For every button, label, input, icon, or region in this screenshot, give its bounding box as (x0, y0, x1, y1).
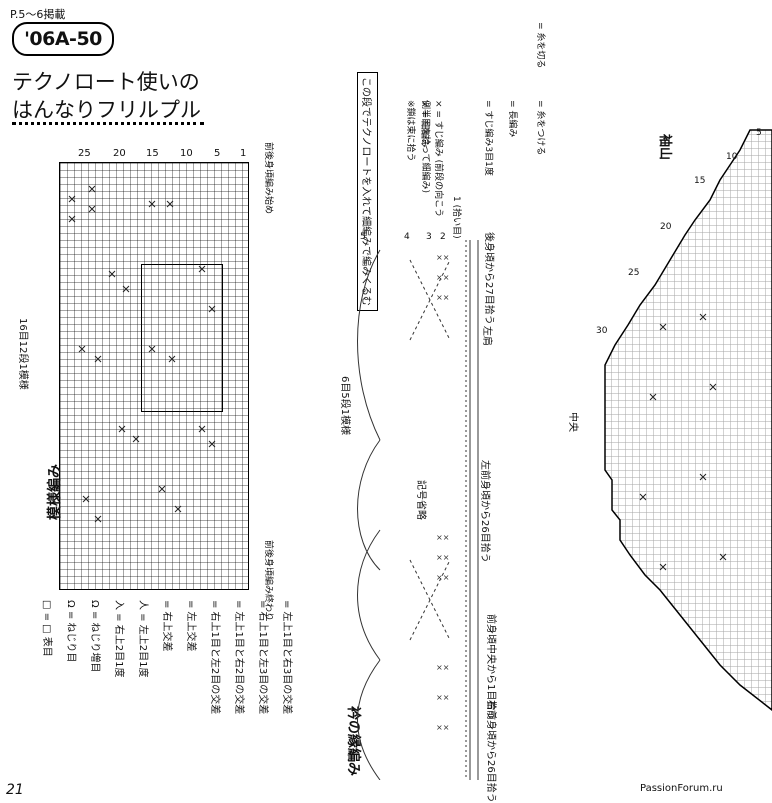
legend-item: = 右上1目と左3目の交差 (257, 600, 268, 715)
edging-diagram: ×× ×× ×× ×× ×× ×× ×× ×× ×× (357, 240, 479, 780)
col-number: 5 (214, 148, 221, 159)
row-number: 4 (404, 232, 410, 242)
sleeve-chart (604, 129, 772, 711)
edging-legend-line: ※鎖は束に拾う (405, 100, 415, 162)
legend-item: 人 = 左上2目1度 (137, 600, 148, 678)
svg-text:××: ×× (436, 663, 449, 672)
svg-text:××: ×× (436, 533, 449, 542)
pattern-chart (59, 162, 249, 590)
svg-text:××: ×× (436, 723, 449, 732)
chart-grid (59, 162, 249, 590)
edging-legend-line: = 糸をつける (535, 100, 545, 156)
sleeve-center-label: 中央 (567, 412, 578, 432)
sleeve-number: 20 (660, 222, 672, 232)
legend-item: Ω = ねじり目 (65, 600, 76, 663)
legend-item: = 右上1目と左2目の交差 (209, 600, 220, 715)
col-number: 20 (113, 148, 126, 159)
sleeve-number: 10 (726, 152, 738, 162)
sleeve-number: 15 (694, 176, 706, 186)
title-line-2: はんなりフリルプル (12, 98, 201, 122)
col-number: 15 (146, 148, 159, 159)
svg-text:××: ×× (436, 573, 449, 582)
col-number: 25 (78, 148, 91, 159)
sleeve-number: 5 (756, 128, 762, 138)
legend-item: 入 = 右上2目1度 (113, 600, 124, 678)
sleeve-label: 袖山 (657, 134, 672, 161)
page-reference: P.5～6掲載 (10, 8, 66, 21)
row-number: 5 (360, 232, 366, 242)
repeat-box (141, 264, 223, 412)
svg-text:××: ×× (436, 293, 449, 302)
legend-item: = 左上1目と右2目の交差 (233, 600, 244, 715)
svg-text:××: ×× (436, 253, 449, 262)
title-line-1: テクノロート使いの (12, 70, 200, 94)
col-number: 10 (180, 148, 193, 159)
edging-legend-line: = 長編み (507, 100, 517, 138)
legend-item: = 左上交差 (185, 600, 196, 652)
page-number: 21 (6, 782, 24, 798)
edging-legend-line: × = すじ編み (前段の向こう側半目を拾って細編み) (420, 100, 443, 218)
row-number: 3 (426, 232, 432, 242)
legend-item: = 右上交差 (161, 600, 172, 652)
edging-legend-line: = 糸を切る (535, 22, 545, 69)
svg-text:××: ×× (436, 553, 449, 562)
legend-item: = 左上1目と右3目の交差 (281, 600, 292, 715)
repeat-label: 16目12段1模様 (17, 318, 28, 390)
col-number: 1 (240, 148, 247, 159)
row-number: 1 (拾い目) (451, 196, 461, 239)
pattern-code-badge: '06A-50 (12, 22, 114, 56)
cable-marks (68, 185, 216, 523)
edging-legend-line: = すじ編み3目1度 (483, 100, 493, 176)
svg-text:××: ×× (436, 273, 449, 282)
legend-item: □ = □ 表目 (41, 600, 52, 657)
title-underline (12, 122, 204, 125)
sleeve-number: 25 (628, 268, 640, 278)
site-watermark: PassionForum.ru (640, 783, 723, 794)
svg-text:××: ×× (436, 693, 449, 702)
sleeve-number: 30 (596, 326, 608, 336)
legend-item: Ω = ねじり増目 (89, 600, 100, 673)
row-number: 2 (440, 232, 446, 242)
start-label: 前後身頃編み始め (263, 142, 273, 215)
